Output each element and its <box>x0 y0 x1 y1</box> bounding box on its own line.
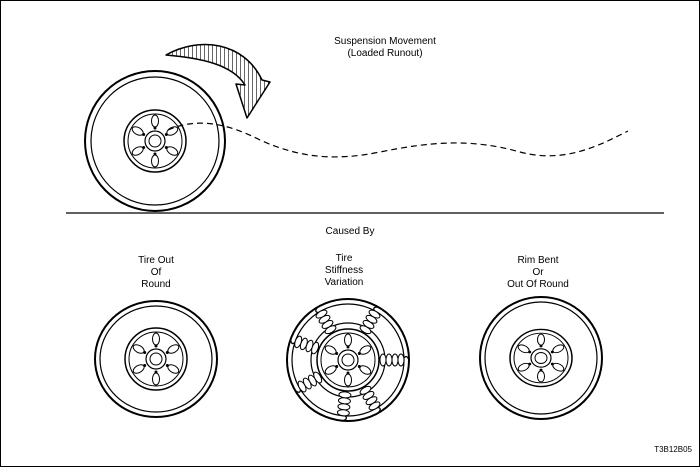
cause-1-line-2: Of <box>150 267 162 278</box>
wheel-tire-stiffness-variation <box>286 298 410 422</box>
title-line-2: (Loaded Runout) <box>347 48 423 59</box>
rotation-arrow <box>165 43 271 119</box>
caused-by-heading: Caused By <box>325 226 375 237</box>
cause-2-line-3: Variation <box>324 277 364 288</box>
cause-2-line-2: Stiffness <box>324 265 364 276</box>
wheel-rim-bent <box>479 296 603 420</box>
cause-1-line-1: Tire Out <box>138 255 174 266</box>
cause-2-line-1: Tire <box>335 253 353 264</box>
title-line-1: Suspension Movement <box>334 36 436 47</box>
runout-trace-line <box>167 122 629 158</box>
cause-3-line-1: Rim Bent <box>517 255 559 266</box>
cause-3-line-2: Or <box>532 267 544 278</box>
figure-code: T3B12B05 <box>654 445 692 454</box>
wheel-tire-out-of-round <box>94 300 218 418</box>
cause-3-line-3: Out Of Round <box>507 279 569 290</box>
main-wheel <box>84 70 226 212</box>
cause-1-line-3: Round <box>141 279 171 290</box>
